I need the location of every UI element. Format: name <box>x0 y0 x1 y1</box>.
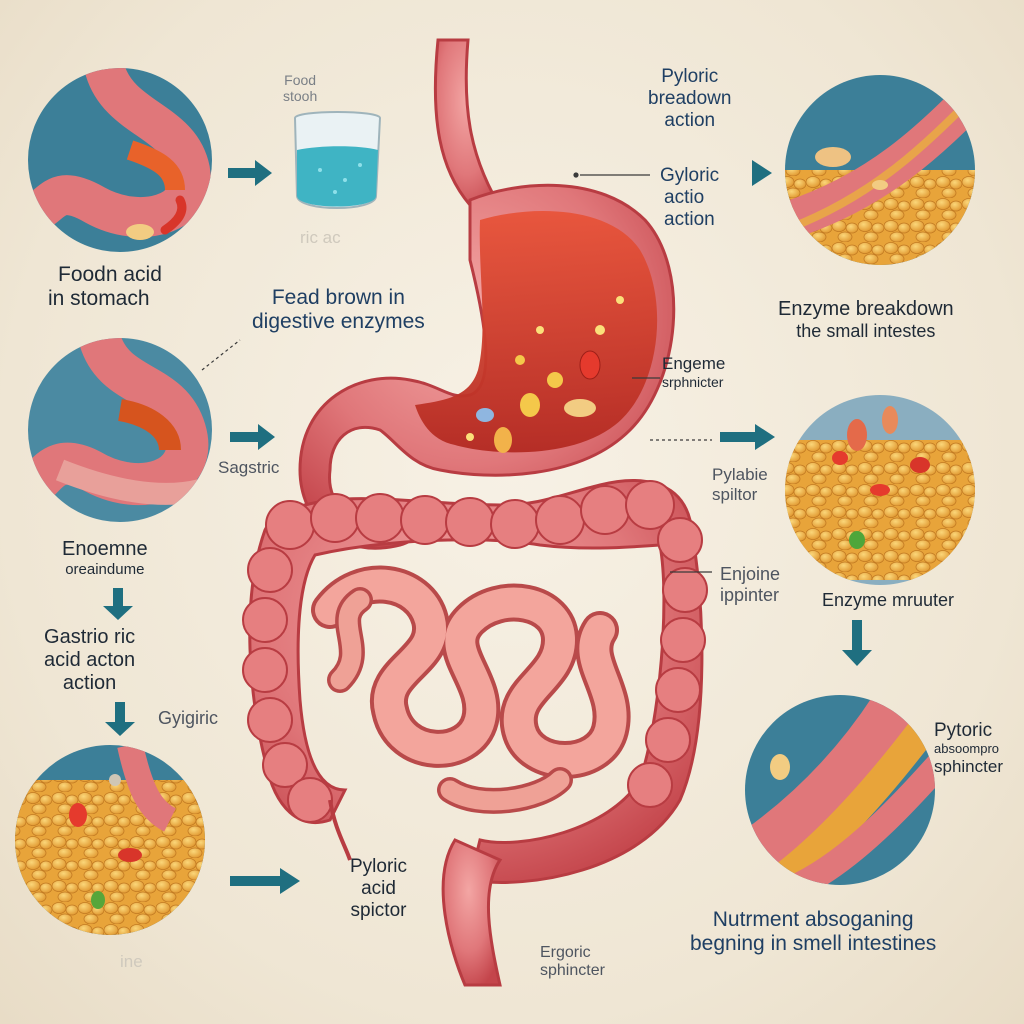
nutrient-absorbing-label: Nutrment absoganing begning in smell int… <box>690 908 937 956</box>
enjoine-ippinter-label: Enjoine ippinter <box>720 564 781 605</box>
arrow-icon <box>720 424 775 450</box>
circle-stomach-acid <box>28 68 212 252</box>
circle-enzyme-stomach <box>28 338 212 522</box>
stomach-food-particles <box>466 296 624 453</box>
ric-ac-label: ric ac <box>300 228 341 247</box>
circle-enzyme-intestine <box>785 75 975 265</box>
ine-label: ine <box>120 952 143 971</box>
circle-enzyme-mixture <box>785 395 975 585</box>
appendix <box>328 799 352 861</box>
pyloric-breakdown-label: Pyloric breadown action <box>648 66 732 131</box>
arrow-icon <box>752 160 772 186</box>
enzyme-breakdown-label: Enzyme breakdown the small intestes <box>778 298 954 341</box>
arrow-icon <box>228 160 272 186</box>
engeme-sphnicter-label: Engeme srphnicter <box>662 354 726 390</box>
circle-nutrient-absorption <box>745 695 935 885</box>
arrow-icon <box>230 868 300 894</box>
gyloric-action-label: Gyloric actio action <box>660 165 720 230</box>
arrow-icon <box>842 620 872 666</box>
arrow-icon <box>105 702 135 736</box>
flow-arrows <box>103 160 872 894</box>
colon-haustra <box>242 480 708 823</box>
foodn-acid-label: Foodn acid in stomach <box>48 263 162 311</box>
arrow-icon <box>103 588 133 620</box>
pyloric-acid-spictor-label: Pyloric acid spictor <box>350 856 408 921</box>
fead-brown-label: Fead brown in digestive enzymes <box>252 286 425 334</box>
pylabie-spiltor-label: Pylabie spiltor <box>712 465 768 504</box>
digestive-tract <box>242 38 708 987</box>
small-intestine <box>311 565 631 814</box>
ergoric-sphincter-label: Ergoric sphincter <box>540 944 605 980</box>
stomach-interior <box>415 211 658 453</box>
gyigiric-label: Gyigiric <box>158 708 219 728</box>
pytoric-absoompro-label: Pytoric absoompro sphincter <box>934 720 1003 776</box>
gastric-acid-action-label: Gastrio ric acid acton action <box>44 626 136 694</box>
enoemne-label: Enoemne oreaindume <box>62 538 148 578</box>
acid-beaker <box>293 111 382 209</box>
sagstric-label: Sagstric <box>218 458 280 477</box>
esophagus <box>433 38 509 218</box>
arrow-icon <box>230 424 275 450</box>
rectum <box>441 838 503 987</box>
enzyme-mruuter-label: Enzyme mruuter <box>822 590 955 610</box>
food-stooh-label: Food stooh <box>283 72 318 105</box>
circle-food-mix <box>15 745 205 935</box>
leader-lines <box>201 172 712 573</box>
